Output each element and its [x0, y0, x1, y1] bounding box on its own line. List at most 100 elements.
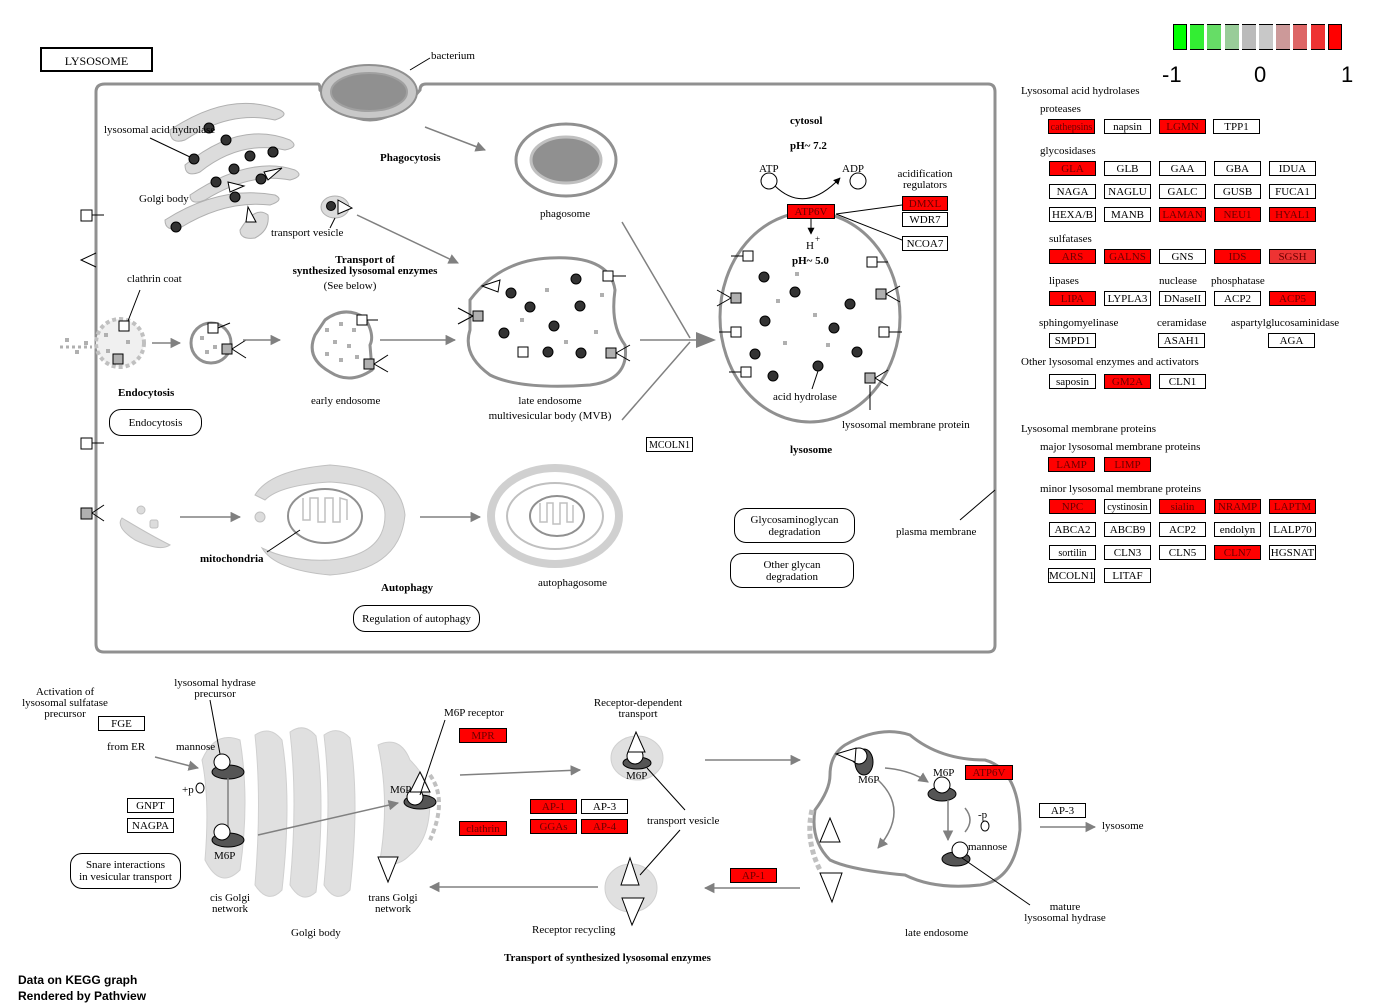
gene-limp[interactable]: LIMP [1104, 457, 1151, 472]
gene-cln3[interactable]: CLN3 [1104, 545, 1151, 560]
label-late-endosome-bottom: late endosome [905, 927, 969, 939]
late-endosome [466, 256, 628, 388]
gene-lamp[interactable]: LAMP [1048, 457, 1095, 472]
gene-galc[interactable]: GALC [1159, 184, 1206, 199]
label-phagocytosis: Phagocytosis [380, 152, 441, 164]
gag-line-1: Glycosaminoglycan [750, 513, 839, 526]
label-receptor-dependent-2: transport [618, 708, 658, 720]
gene-ncoa7[interactable]: NCOA7 [902, 236, 948, 251]
legend-min: -1 [1162, 62, 1182, 87]
gene-npc[interactable]: NPC [1049, 499, 1096, 514]
gene-ap3-b[interactable]: AP-3 [1039, 803, 1086, 818]
glycosaminoglycan-degradation-link[interactable]: Glycosaminoglycan degradation [734, 508, 855, 543]
gene-cln1[interactable]: CLN1 [1159, 374, 1206, 389]
gene-cathepsins[interactable]: cathepsins [1048, 119, 1095, 134]
gene-naga[interactable]: NAGA [1049, 184, 1096, 199]
gene-napsin[interactable]: napsin [1104, 119, 1151, 134]
pathway-title: LYSOSOME [40, 47, 153, 72]
gene-lalp70[interactable]: LALP70 [1269, 522, 1316, 537]
gene-lipa[interactable]: LIPA [1049, 291, 1096, 306]
gene-gba[interactable]: GBA [1214, 161, 1261, 176]
regulation-autophagy-link[interactable]: Regulation of autophagy [353, 605, 480, 632]
gene-hgsnat[interactable]: HGSNAT [1269, 545, 1316, 560]
label-m6p-vesicle: M6P [626, 770, 648, 782]
panel-other-enzymes: Other lysosomal enzymes and activators [1021, 356, 1199, 368]
gene-ids[interactable]: IDS [1214, 249, 1261, 264]
gene-ap1-a[interactable]: AP-1 [530, 799, 577, 814]
gene-gusb[interactable]: GUSB [1214, 184, 1261, 199]
gene-ap3-a[interactable]: AP-3 [581, 799, 628, 814]
gene-acp2[interactable]: ACP2 [1214, 291, 1261, 306]
gene-laman[interactable]: LAMAN [1159, 207, 1206, 222]
gene-manb[interactable]: MANB [1104, 207, 1151, 222]
gene-acp2[interactable]: ACP2 [1159, 522, 1206, 537]
gene-hexa-b[interactable]: HEXA/B [1049, 207, 1096, 222]
gene-dmxl[interactable]: DMXL [902, 196, 948, 211]
gene-sortilin[interactable]: sortilin [1049, 545, 1096, 560]
gene-asah1[interactable]: ASAH1 [1158, 333, 1205, 348]
gene-ars[interactable]: ARS [1049, 249, 1096, 264]
gene-fge[interactable]: FGE [98, 716, 145, 731]
gene-neu1[interactable]: NEU1 [1214, 207, 1261, 222]
label-activation-1: Activation of [35, 686, 95, 698]
gene-mcoln1[interactable]: MCOLN1 [1048, 568, 1095, 583]
gene-wdr7[interactable]: WDR7 [902, 212, 948, 227]
gene-ap4[interactable]: AP-4 [581, 819, 628, 834]
gene-hyal1[interactable]: HYAL1 [1269, 207, 1316, 222]
label-m6p-trans: M6P [390, 784, 412, 796]
gene-gla[interactable]: GLA [1049, 161, 1096, 176]
gene-gaa[interactable]: GAA [1159, 161, 1206, 176]
gene-lypla3[interactable]: LYPLA3 [1104, 291, 1151, 306]
label-lysosome-bottom: lysosome [1102, 820, 1144, 832]
gene-cystinosin[interactable]: cystinosin [1104, 499, 1151, 514]
endocytosis-vesicle [60, 317, 146, 369]
other-glycan-degradation-link[interactable]: Other glycan degradation [730, 553, 854, 588]
label-transport-synth-2: synthesized lysosomal enzymes [292, 265, 438, 277]
gene-ggas[interactable]: GGAs [530, 819, 577, 834]
gene-nagpa[interactable]: NAGPA [127, 818, 174, 833]
gene-mcoln1-diagram[interactable]: MCOLN1 [646, 437, 693, 452]
gene-fuca1[interactable]: FUCA1 [1269, 184, 1316, 199]
gene-laptm[interactable]: LAPTM [1269, 499, 1316, 514]
gene-acp5[interactable]: ACP5 [1269, 291, 1316, 306]
gene-naglu[interactable]: NAGLU [1104, 184, 1151, 199]
gene-saposin[interactable]: saposin [1049, 374, 1096, 389]
glycan-line-1: Other glycan [763, 558, 821, 571]
gene-atp6v-bottom[interactable]: ATP6V [965, 765, 1013, 780]
gene-nramp[interactable]: NRAMP [1214, 499, 1261, 514]
label-hplus: H [806, 240, 814, 252]
label-m6p-cis: M6P [214, 850, 236, 862]
gene-litaf[interactable]: LITAF [1104, 568, 1151, 583]
label-mature-2: lysosomal hydrase [1024, 912, 1106, 924]
endocytosis-link[interactable]: Endocytosis [109, 409, 202, 436]
gene-tpp1[interactable]: TPP1 [1213, 119, 1260, 134]
gene-cln5[interactable]: CLN5 [1159, 545, 1206, 560]
gene-dnaseii[interactable]: DNaseII [1159, 291, 1206, 306]
gene-galns[interactable]: GALNS [1104, 249, 1151, 264]
gene-abcb9[interactable]: ABCB9 [1104, 522, 1151, 537]
gene-sgsh[interactable]: SGSH [1269, 249, 1316, 264]
gene-ap1-b[interactable]: AP-1 [730, 868, 777, 883]
panel-proteases: proteases [1040, 103, 1081, 115]
label-hydrase-precursor-1: lysosomal hydrase [174, 677, 256, 689]
gene-mpr[interactable]: MPR [459, 728, 507, 743]
gene-aga[interactable]: AGA [1268, 333, 1315, 348]
gene-smpd1[interactable]: SMPD1 [1049, 333, 1096, 348]
gene-sialin[interactable]: sialin [1159, 499, 1206, 514]
bacterium-inner [330, 72, 408, 112]
gene-gns[interactable]: GNS [1159, 249, 1206, 264]
gene-idua[interactable]: IDUA [1269, 161, 1316, 176]
label-cis-golgi-1: cis Golgi [209, 892, 251, 904]
snare-interactions-link[interactable]: Snare interactions in vesicular transpor… [70, 853, 181, 889]
gene-glb[interactable]: GLB [1104, 161, 1151, 176]
label-acid-hydrolase: acid hydrolase [773, 391, 837, 403]
gene-cln7[interactable]: CLN7 [1214, 545, 1261, 560]
gene-clathrin[interactable]: clathrin [459, 821, 507, 836]
gene-abca2[interactable]: ABCA2 [1049, 522, 1096, 537]
gene-lgmn[interactable]: LGMN [1159, 119, 1206, 134]
gene-atp6v-top[interactable]: ATP6V [787, 204, 835, 219]
gene-gm2a[interactable]: GM2A [1104, 374, 1151, 389]
gene-endolyn[interactable]: endolyn [1214, 522, 1261, 537]
gene-gnpt[interactable]: GNPT [127, 798, 174, 813]
